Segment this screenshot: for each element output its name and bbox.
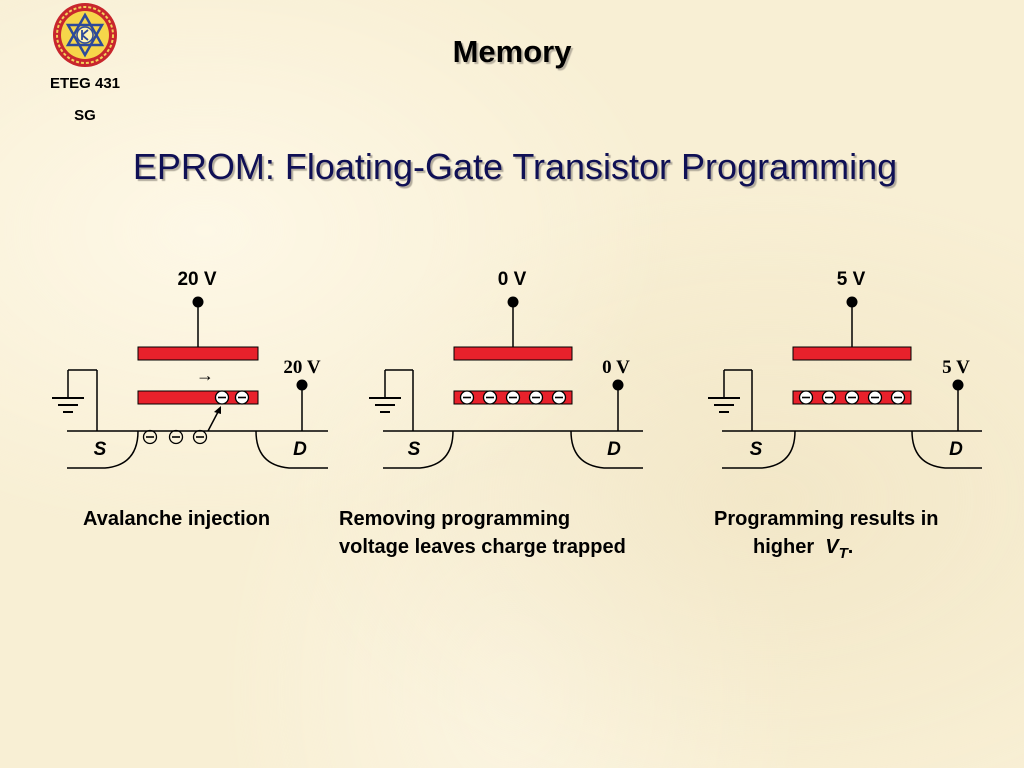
source-region [67, 430, 139, 469]
drain-label: D [293, 439, 307, 460]
ground-icon [52, 369, 98, 431]
trapped-electron [798, 390, 814, 405]
channel-electron [142, 429, 158, 445]
vt-subscript: T [838, 545, 848, 562]
vt-letter: V [825, 536, 839, 558]
drain-region [570, 430, 643, 469]
drain-region [255, 430, 328, 469]
university-logo [53, 3, 117, 67]
caption-prefix: higher [753, 536, 815, 558]
drain-label: D [607, 439, 621, 460]
source-region [383, 430, 454, 469]
course-section: SG [74, 107, 96, 124]
panel-higher-threshold: 5 V S D 5 V [708, 269, 982, 469]
panel-charge-trapped: 0 V S D 0 V [369, 269, 643, 469]
trapped-electron [459, 390, 475, 405]
trapped-electron [844, 390, 860, 405]
source-region [722, 430, 796, 469]
source-label: S [750, 439, 763, 460]
caption-suffix: . [847, 536, 854, 558]
drain-label: D [949, 439, 963, 460]
caption-line: Avalanche injection [83, 508, 271, 530]
trapped-electron [890, 390, 906, 405]
gate-voltage-label: 5 V [837, 269, 866, 290]
gate-voltage-label: 20 V [177, 269, 216, 290]
caption-line: Programming results in [714, 508, 939, 530]
electron-flow-arrow: → [196, 365, 214, 385]
trapped-electron [482, 390, 498, 405]
drain-voltage-label: 0 V [602, 357, 630, 378]
control-gate [137, 346, 259, 361]
caption-line: Removing programming [339, 508, 571, 530]
source-label: S [408, 439, 421, 460]
trapped-electron [528, 390, 544, 405]
trapped-electron [821, 390, 837, 405]
ground-icon [708, 369, 753, 431]
drain-voltage-label: 20 V [283, 357, 320, 378]
caption-line: voltage leaves charge trapped [339, 536, 626, 558]
panel-avalanche-injection: 20 V → S D 20 V [52, 269, 328, 469]
gate-voltage-label: 0 V [498, 269, 527, 290]
source-label: S [94, 439, 107, 460]
trapped-electron [505, 390, 521, 405]
threshold-voltage-symbol: VT [825, 536, 848, 562]
drain-voltage-label: 5 V [942, 357, 970, 378]
caption-higher-threshold: Programming results in higher VT. [714, 505, 939, 568]
caption-avalanche-injection: Avalanche injection [83, 505, 270, 533]
course-code: ETEG 431 [49, 75, 121, 92]
section-title: Memory [452, 34, 572, 69]
trapped-electron [234, 390, 250, 405]
caption-line: higher VT. [714, 533, 939, 568]
caption-charge-trapped: Removing programming voltage leaves char… [339, 505, 626, 561]
trapped-electron [214, 390, 230, 405]
channel-electron [168, 429, 184, 445]
slide-title: EPROM: Floating-Gate Transistor Programm… [132, 146, 898, 187]
channel-electron [192, 429, 208, 445]
control-gate [792, 346, 912, 361]
trapped-electron [551, 390, 567, 405]
trapped-electron [867, 390, 883, 405]
drain-region [911, 430, 982, 469]
ground-icon [369, 369, 414, 431]
control-gate [453, 346, 573, 361]
